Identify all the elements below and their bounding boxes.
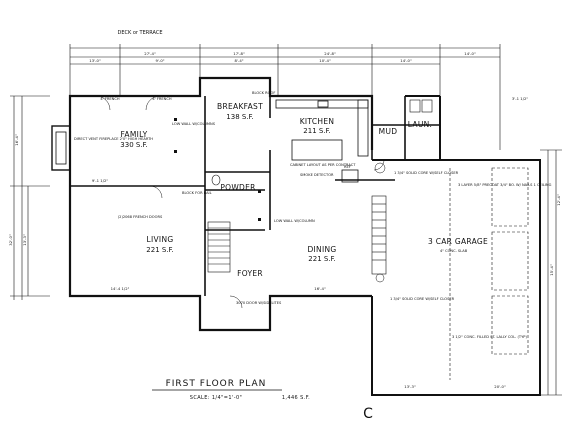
note-conc-slab: 4" CONC. SLAB xyxy=(440,249,468,253)
garage-walls xyxy=(371,95,541,396)
dim-label: 8'-4" xyxy=(235,58,244,63)
room-name-living: LIVING xyxy=(147,235,174,244)
dim-label: 13'-0" xyxy=(89,58,101,63)
column-markers xyxy=(174,118,261,221)
room-name-kitchen: KITCHEN xyxy=(300,117,335,126)
sheet-mark: C xyxy=(363,406,373,422)
dim-label: 9'-1 1/2" xyxy=(92,178,109,183)
note-smoke-detector: SMOKE DETECTOR xyxy=(300,173,334,177)
deck-label: DECK or TERRACE xyxy=(117,30,162,36)
note-front-door: 3070 DOOR W/SIDELITES xyxy=(236,301,282,305)
dim-label: 14'-4 1/2" xyxy=(111,286,130,291)
dim-label: 24'-8" xyxy=(324,51,336,56)
room-area-living: 221 S.F. xyxy=(146,246,173,254)
room-name-mud: MUD xyxy=(379,127,398,136)
left-dimension-lines xyxy=(10,95,50,300)
dim-label: 16'-4" xyxy=(14,134,19,146)
note-block-for-rail: BLOCK FOR RAIL xyxy=(182,191,212,195)
room-area-dining: 221 S.F. xyxy=(308,255,335,263)
dim-label: 3'-1 1/2" xyxy=(512,96,529,101)
dim-label: 14'-0" xyxy=(400,58,412,63)
note-french-door-right: 4' FRENCH xyxy=(152,97,171,101)
note-block-roof: BLOCK ROOF xyxy=(252,91,275,95)
room-name-laun: LAUN. xyxy=(408,120,432,129)
stairs xyxy=(207,195,387,275)
dim-label: 20'-0" xyxy=(494,384,506,389)
note-cabinet-layout: CABINET LAYOUT AS PER CONTRACT xyxy=(290,163,356,167)
note-low-wall: LOW WALL W/COLUMNS xyxy=(172,122,216,126)
dim-label: 27'-4" xyxy=(144,51,156,56)
dim-label: 14'-0" xyxy=(464,51,476,56)
dim-label: 16'-4" xyxy=(314,286,326,291)
note-beam: 3 LAYER 5/8" PRECOAT 3/4" BO. W/ NAILS 1… xyxy=(458,183,552,187)
dim-label: 32'-0" xyxy=(8,234,13,246)
room-area-family: 330 S.F. xyxy=(120,141,147,149)
note-ref: REF xyxy=(344,165,351,169)
dim-label: 15'-4" xyxy=(549,264,554,276)
note-solid-core-door: 1 3/4" SOLID CORE W/SELF CLOSER xyxy=(394,171,459,175)
room-area-breakfast: 138 S.F. xyxy=(226,113,253,121)
exterior-walls xyxy=(68,76,374,332)
note-lally-column: 3 1/2" CONC. FILLED ST. LALLY COL. (TYP) xyxy=(452,335,527,339)
plan-scale: SCALE: 1/4"=1'-0" xyxy=(190,395,242,401)
garage-doors xyxy=(449,167,529,380)
fireplace xyxy=(51,125,71,171)
plan-title: FIRST FLOOR PLAN xyxy=(166,379,267,389)
room-name-dining: DINING xyxy=(307,245,336,254)
dim-label: 13'-3" xyxy=(404,384,416,389)
dim-label: 9'-0" xyxy=(156,58,165,63)
dim-label: 17'-8" xyxy=(233,51,245,56)
note-low-wall-column: LOW WALL W/COLUMN xyxy=(274,219,315,223)
dimension-labels: 27'-4" 17'-8" 24'-8" 14'-0" 13'-0" 9'-0"… xyxy=(8,51,561,389)
plan-total-area: 1,446 S.F. xyxy=(282,395,310,401)
note-solid-core-door-2: 1 3/4" SOLID CORE W/SELF CLOSER xyxy=(390,297,455,301)
room-name-family: FAMILY xyxy=(120,130,147,139)
dim-label: 13'-3" xyxy=(22,234,27,246)
room-name-garage: 3 CAR GARAGE xyxy=(428,237,488,246)
note-french-doors: (2)2068 FRENCH DOORS xyxy=(118,215,163,219)
top-dimension-lines xyxy=(69,44,501,150)
note-fireplace: DIRECT VENT FIREPLACE 2'0" HIGH HEARTH xyxy=(74,137,153,141)
room-name-breakfast: BREAKFAST xyxy=(217,102,263,111)
room-name-powder: POWDER xyxy=(220,183,255,192)
kitchen-counters xyxy=(275,99,369,183)
note-french-door-left: 4' FRENCH xyxy=(100,97,119,101)
room-name-foyer: FOYER xyxy=(237,269,263,278)
dim-label: 10'-4" xyxy=(319,58,331,63)
dim-label: 12'-4" xyxy=(556,194,561,206)
door-swings xyxy=(95,95,386,309)
interior-walls xyxy=(70,96,440,296)
room-area-kitchen: 211 S.F. xyxy=(303,127,330,135)
right-dimension-lines xyxy=(540,149,562,396)
fixtures xyxy=(211,99,433,186)
